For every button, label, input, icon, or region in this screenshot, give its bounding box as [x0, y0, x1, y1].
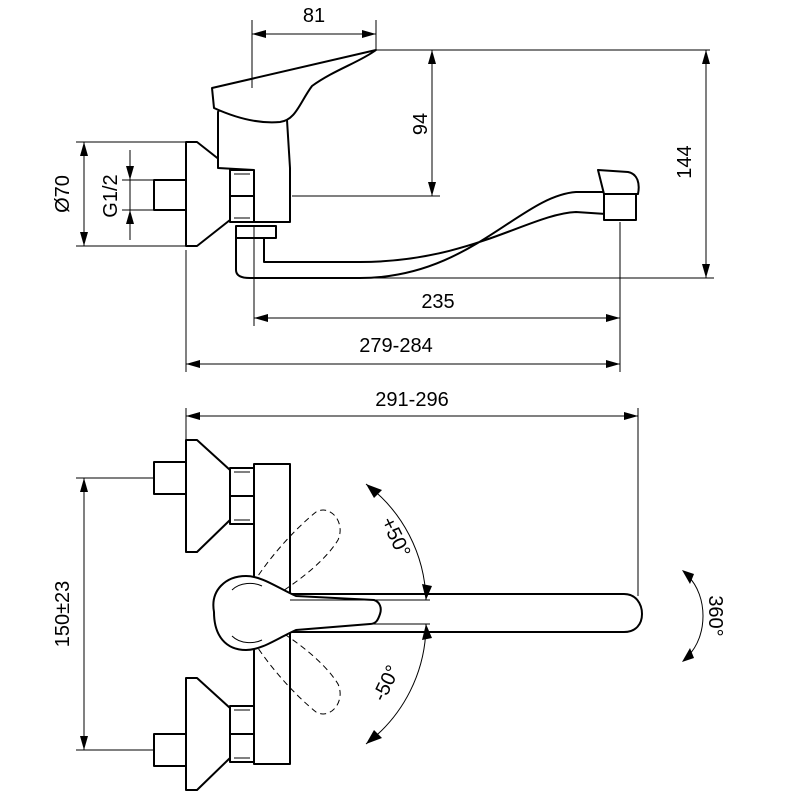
lever-handle-side — [211, 49, 377, 124]
lever-position-plus50 — [247, 509, 341, 605]
aerator-side — [603, 193, 637, 221]
angle-minus50: -50° — [369, 662, 405, 705]
dimension-lever-height: 94 — [410, 113, 432, 135]
dimension-lever-width: 81 — [303, 5, 325, 27]
lever-handle-top — [212, 575, 382, 651]
side-view-dimensions: 81 94 144 Ø70 G1/2 235 — [52, 5, 714, 372]
side-view — [153, 49, 640, 279]
spout-collar-side — [235, 225, 277, 239]
inlet-pipe-lower — [153, 733, 187, 767]
wall-flange-upper — [185, 439, 231, 553]
wall-flange-lower — [185, 677, 231, 791]
dimension-projection: 279-284 — [359, 335, 432, 357]
dimension-thread: G1/2 — [100, 174, 122, 217]
inlet-pipe-upper — [153, 461, 187, 495]
dimension-overall-length: 291-296 — [375, 389, 448, 411]
inlet-pipe-side — [153, 179, 187, 211]
spout-tip-side — [597, 169, 640, 195]
lever-position-minus50 — [247, 619, 341, 715]
angle-plus50: +50° — [376, 514, 414, 561]
dimension-flange-diameter: Ø70 — [52, 175, 74, 213]
dimension-total-height: 144 — [674, 145, 696, 178]
angle-360: 360° — [704, 595, 726, 636]
top-view — [153, 439, 643, 791]
top-view-dimensions: 291-296 150±23 +50° -50° 360° — [52, 389, 726, 751]
dimension-centers: 150±23 — [52, 581, 74, 648]
dimension-spout-reach: 235 — [421, 291, 454, 313]
spout-side — [235, 191, 607, 279]
